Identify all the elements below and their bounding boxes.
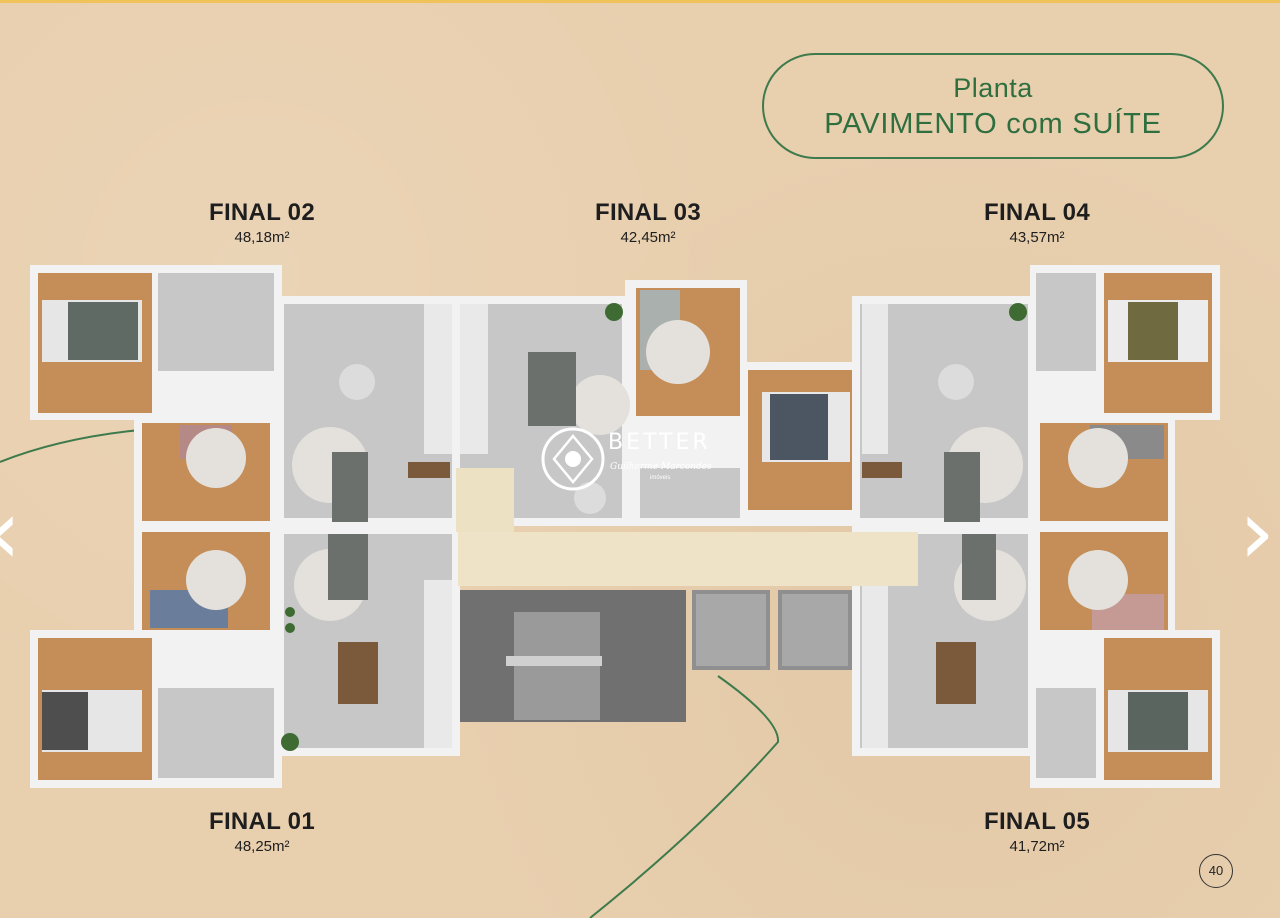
- kitchen-counters: [424, 304, 888, 748]
- corridor-entry: [456, 468, 514, 532]
- plan-title-badge: Planta PAVIMENTO com SUÍTE: [762, 53, 1224, 159]
- plan-title-line1: Planta: [953, 73, 1033, 103]
- chevron-left-icon[interactable]: ‹: [0, 478, 28, 588]
- unit-label-final-02: FINAL 02 48,18m²: [142, 199, 382, 246]
- unit-area: 41,72m²: [1009, 838, 1065, 855]
- unit-label-final-01: FINAL 01 48,25m²: [142, 808, 382, 855]
- watermark-tagline: imóveis: [650, 475, 671, 481]
- decorative-curve-left: [0, 429, 141, 463]
- watermark: BETTER Guilherme Marcondes imóveis: [540, 426, 750, 496]
- unit-area: 43,57m²: [1009, 229, 1065, 246]
- watermark-subtitle: Guilherme Marcondes: [610, 462, 712, 472]
- unit-area: 48,18m²: [234, 229, 290, 246]
- furniture-sofas: [328, 352, 996, 600]
- unit-name: FINAL 01: [209, 808, 315, 835]
- decorative-curve-bottom: [589, 675, 780, 918]
- plan-title-line2: PAVIMENTO com SUÍTE: [824, 108, 1162, 140]
- unit-name: FINAL 03: [595, 199, 701, 226]
- unit-name: FINAL 05: [984, 808, 1090, 835]
- watermark-brand: BETTER: [608, 430, 711, 455]
- unit-area: 42,45m²: [620, 229, 676, 246]
- unit-label-final-03: FINAL 03 42,45m²: [528, 199, 768, 246]
- unit-name: FINAL 04: [984, 199, 1090, 226]
- plants: [281, 303, 1027, 751]
- unit-name: FINAL 02: [209, 199, 315, 226]
- unit-area: 48,25m²: [234, 838, 290, 855]
- dining-tables: [339, 364, 974, 514]
- chevron-right-icon[interactable]: ›: [1239, 480, 1275, 585]
- top-border: [0, 0, 1280, 3]
- page-number-badge: 40: [1199, 854, 1233, 888]
- unit-label-final-04: FINAL 04 43,57m²: [917, 199, 1157, 246]
- unit-label-final-05: FINAL 05 41,72m²: [917, 808, 1157, 855]
- corridor: [458, 532, 918, 586]
- furniture-tables: [338, 462, 976, 704]
- stair-landing: [506, 656, 602, 666]
- watermark-logo-icon: [541, 427, 605, 491]
